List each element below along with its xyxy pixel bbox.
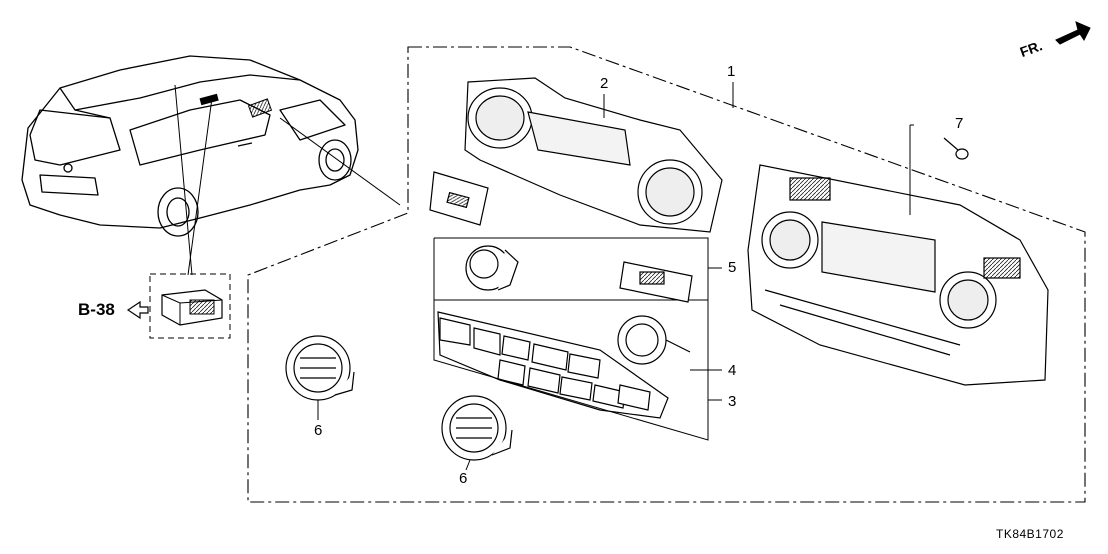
drawing-code: TK84B1702 — [996, 527, 1064, 541]
vehicle-vent-markers — [199, 93, 273, 118]
reference-box — [126, 273, 231, 339]
screw-part — [943, 137, 969, 160]
control-panel-part — [437, 311, 669, 419]
callout-leader-lines — [317, 82, 914, 471]
temp-knob — [617, 315, 691, 365]
assembly-boundary — [247, 46, 1086, 503]
seat-heater-switch-right — [619, 261, 693, 303]
reference-arrow-icon — [126, 300, 149, 320]
auto-knob — [465, 245, 519, 291]
front-direction-arrow-icon — [1055, 21, 1091, 45]
callout-7: 7 — [955, 115, 964, 132]
seat-heater-switch-left — [429, 171, 489, 226]
vent-part-b — [441, 395, 513, 461]
group-5-outline — [433, 237, 709, 301]
callout-6-right: 6 — [459, 470, 468, 487]
callout-1: 1 — [727, 63, 736, 80]
vent-part-a — [285, 335, 355, 401]
callout-2: 2 — [600, 75, 609, 92]
callout-4: 4 — [728, 362, 737, 379]
climate-unit-part — [747, 164, 1049, 386]
vehicle-illustration — [21, 55, 359, 237]
callout-5: 5 — [728, 259, 737, 276]
callout-6-left: 6 — [314, 422, 323, 439]
vehicle-leader-lines — [174, 84, 401, 276]
reference-label: B-38 — [78, 300, 115, 319]
panel-bezel-part — [464, 77, 723, 233]
callout-3: 3 — [728, 393, 737, 410]
